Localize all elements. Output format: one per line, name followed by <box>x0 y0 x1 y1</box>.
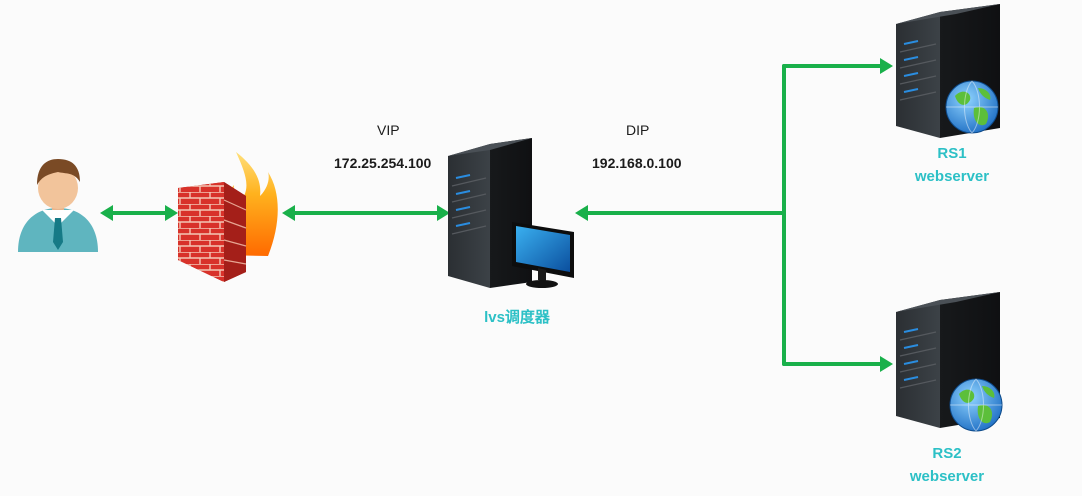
rs1-role: webserver <box>914 168 990 185</box>
director-servers-link <box>575 58 893 372</box>
rs2-name: RS2 <box>932 445 962 462</box>
dip-address: 192.168.0.100 <box>592 155 682 171</box>
director-label: lvs调度器 <box>484 309 550 326</box>
dip-title: DIP <box>626 122 650 138</box>
firewall-icon <box>178 152 278 282</box>
globe-icon <box>949 378 1003 432</box>
globe-icon <box>945 80 999 134</box>
firewall-director-link <box>282 205 450 221</box>
rs1-name: RS1 <box>937 145 967 162</box>
server-with-monitor-icon <box>448 138 574 288</box>
connectors <box>100 58 893 372</box>
user-icon <box>18 159 98 252</box>
rs2-role: webserver <box>909 468 985 485</box>
client-firewall-link <box>100 205 178 221</box>
vip-address: 172.25.254.100 <box>334 155 432 171</box>
rs1-server-icon <box>896 4 1000 138</box>
vip-title: VIP <box>377 122 400 138</box>
rs2-server-icon <box>896 292 1003 432</box>
